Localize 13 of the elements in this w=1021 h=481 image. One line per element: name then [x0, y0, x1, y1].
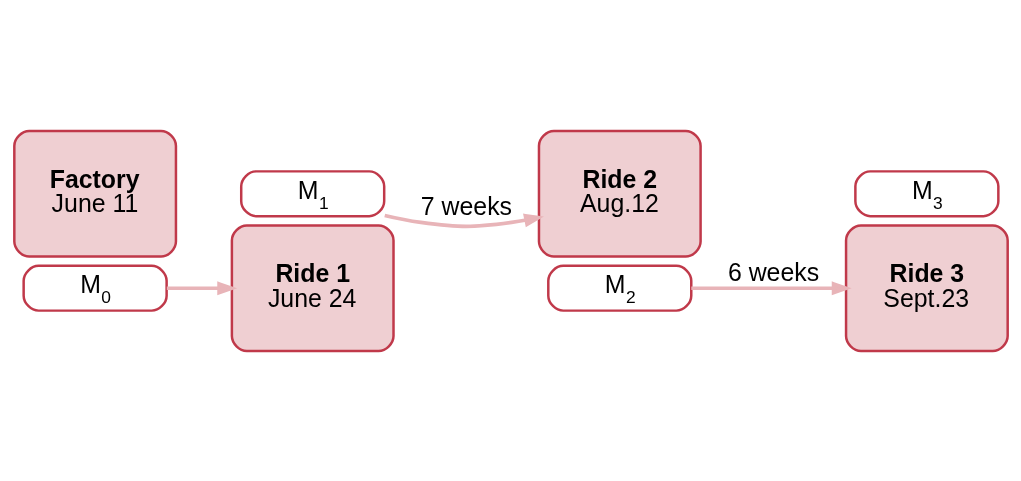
edge-label: 7 weeks: [420, 191, 512, 220]
node-box: Ride 2 Aug.12: [537, 129, 702, 258]
arrow: [383, 213, 544, 228]
arrow: [166, 280, 237, 295]
node-box: Ride 3 Sept.23: [844, 223, 1009, 352]
node-box: M$_{0}$: [21, 264, 168, 312]
arrow: [690, 280, 852, 295]
node-box: M$_{3}$: [853, 169, 1000, 217]
node-box: Factory June 11: [12, 129, 177, 258]
edge-label: 6 weeks: [727, 257, 819, 286]
node-box: M$_{1}$: [239, 169, 385, 217]
node-box: M$_{2}$: [546, 264, 692, 312]
node-box: Ride 1 June 24: [230, 223, 395, 352]
